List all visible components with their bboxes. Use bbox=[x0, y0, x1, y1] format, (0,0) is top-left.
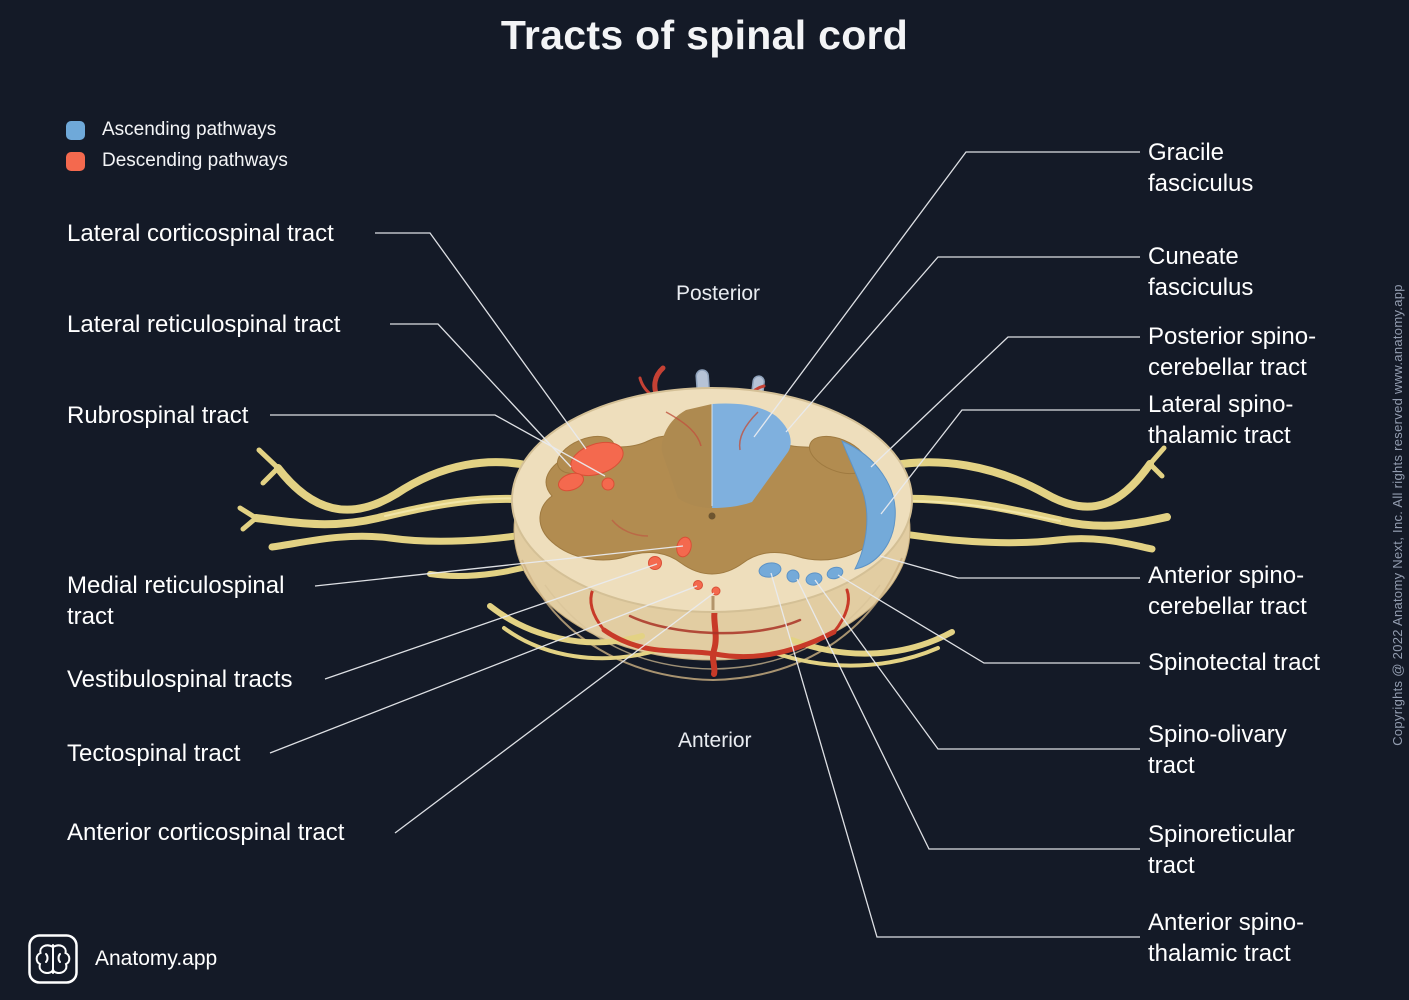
label-rubrospinal-tract: Rubrospinal tract bbox=[67, 402, 249, 429]
region-lateral-reticulospinal bbox=[557, 472, 585, 492]
nerve-root-tip bbox=[256, 447, 281, 471]
leader-spinotectal-tract bbox=[837, 574, 1140, 664]
copyright-watermark: Copyrights @ 2022 Anatomy Next, Inc. All… bbox=[1390, 284, 1405, 746]
legend-item-descending: Descending pathways bbox=[66, 150, 288, 172]
nerve-root-strand bbox=[502, 626, 664, 661]
nerve-root-strand bbox=[868, 458, 1154, 511]
leader-gracile-fasciculus bbox=[753, 151, 1140, 438]
orientation-posterior: Posterior bbox=[676, 282, 761, 305]
leader-rubrospinal-tract bbox=[270, 414, 606, 477]
nerve-root-tip bbox=[1147, 461, 1165, 479]
nerve-root-strand bbox=[866, 524, 1156, 553]
region-medial-reticulospinal bbox=[676, 536, 692, 558]
nerve-root-strand bbox=[274, 458, 556, 514]
nerve-root-tip bbox=[260, 465, 281, 486]
leader-posterior-spinocerebellar-tract bbox=[870, 336, 1140, 468]
leader-spino-olivary-tract bbox=[814, 579, 1140, 750]
nerve-root-tip bbox=[240, 515, 259, 532]
label-lateral-spinothalamic-tract: Lateral spino-thalamic tract bbox=[1148, 391, 1294, 449]
leader-vestibulospinal-tracts bbox=[324, 563, 658, 680]
label-vestibulospinal-tracts: Vestibulospinal tracts bbox=[67, 666, 293, 693]
label-medial-reticulospinal-tract: Medial reticulospinal tract bbox=[67, 572, 285, 630]
arterial-branch-thin bbox=[628, 614, 802, 635]
region-vestibulospinal bbox=[648, 556, 662, 570]
label-gracile-fasciculus: Gracile fasciculus bbox=[1148, 139, 1254, 197]
cord-surface-layer-line bbox=[521, 557, 903, 682]
posterior-columns bbox=[661, 403, 791, 508]
anatomy-app-logo-icon bbox=[28, 934, 78, 984]
label-spinotectal-tract: Spinotectal tract bbox=[1148, 649, 1321, 676]
nerve-root-strand bbox=[770, 646, 940, 668]
arterial-branch-thin bbox=[589, 587, 606, 632]
spinal-cord-illustration bbox=[237, 365, 1171, 682]
leader-lateral-corticospinal-tract bbox=[375, 232, 587, 450]
leader-cuneate-fasciculus bbox=[785, 256, 1140, 433]
nerve-root-tip bbox=[237, 505, 259, 521]
page-title: Tracts of spinal cord bbox=[500, 12, 909, 58]
leader-lines bbox=[269, 151, 1140, 938]
region-spino-olivary bbox=[805, 572, 823, 586]
ascending-color-swatch bbox=[66, 120, 85, 140]
label-spino-olivary-tract: Spino-olivary tract bbox=[1148, 721, 1287, 779]
region-spinocerebellar-spinothalamic-crescent bbox=[841, 440, 896, 570]
label-anterior-corticospinal-tract: Anterior corticospinal tract bbox=[67, 819, 345, 846]
capillary bbox=[665, 411, 702, 447]
region-lateral-corticospinal bbox=[570, 441, 624, 477]
label-anterior-spinothalamic-tract: Anterior spino-thalamic tract bbox=[1148, 909, 1305, 967]
label-spinoreticular-tract: Spinoreticular tract bbox=[1148, 821, 1295, 879]
arterial-branch-thin bbox=[832, 588, 850, 634]
ascending-tract-regions bbox=[758, 440, 896, 586]
arterial-branch bbox=[601, 627, 837, 660]
brand-footer: Anatomy.app bbox=[28, 934, 217, 984]
label-lateral-reticulospinal-tract: Lateral reticulospinal tract bbox=[67, 311, 341, 338]
region-anterior-spinothalamic bbox=[758, 562, 782, 578]
label-cuneate-fasciculus: Cuneate fasciculus bbox=[1148, 243, 1254, 301]
legend-label-ascending: Ascending pathways bbox=[102, 119, 277, 140]
nerve-root-tip bbox=[1147, 445, 1167, 467]
brand-name: Anatomy.app bbox=[95, 947, 218, 970]
gracile-cuneate-region bbox=[712, 403, 791, 508]
orientation-anterior: Anterior bbox=[678, 729, 752, 752]
nerve-root-strand bbox=[789, 629, 955, 657]
leader-lateral-reticulospinal-tract bbox=[390, 323, 572, 468]
label-posterior-spinocerebellar-tract: Posterior spino-cerebellar tract bbox=[1148, 323, 1317, 381]
leader-anterior-corticospinal-tract bbox=[394, 592, 715, 834]
central-canal bbox=[708, 512, 716, 520]
label-tectospinal-tract: Tectospinal tract bbox=[67, 740, 241, 767]
leader-tectospinal-tract bbox=[269, 585, 698, 754]
legend-label-descending: Descending pathways bbox=[102, 150, 288, 171]
leader-anterior-spinothalamic-tract bbox=[770, 572, 1140, 938]
region-tectospinal bbox=[693, 580, 703, 590]
region-rubrospinal bbox=[601, 477, 615, 491]
anterior-spinal-artery bbox=[710, 603, 719, 677]
leader-medial-reticulospinal-tract bbox=[314, 545, 684, 587]
leader-lateral-spinothalamic-tract bbox=[880, 409, 1140, 515]
legend: Ascending pathways Descending pathways bbox=[66, 119, 288, 172]
leader-anterior-spinocerebellar-tract bbox=[879, 555, 1140, 579]
capillary bbox=[738, 411, 759, 451]
descending-color-swatch bbox=[66, 151, 85, 171]
legend-item-ascending: Ascending pathways bbox=[66, 119, 288, 141]
capillary bbox=[611, 519, 649, 537]
nerve-root-strand bbox=[268, 526, 556, 551]
label-lateral-corticospinal-tract: Lateral corticospinal tract bbox=[67, 220, 334, 247]
leader-spinoreticular-tract bbox=[796, 578, 1140, 850]
posterior-column-left bbox=[661, 404, 712, 508]
region-spinoreticular bbox=[786, 569, 800, 583]
label-anterior-spinocerebellar-tract: Anterior spino-cerebellar tract bbox=[1148, 562, 1307, 620]
